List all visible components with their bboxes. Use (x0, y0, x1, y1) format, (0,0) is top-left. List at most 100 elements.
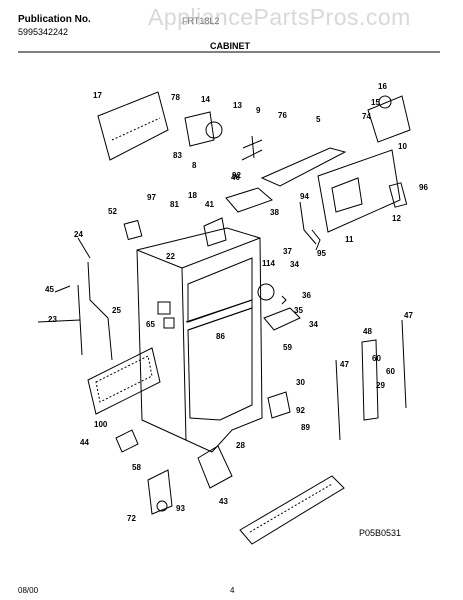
callout-label: 65 (146, 320, 155, 329)
callout-label: 9 (256, 106, 261, 115)
part-89 (87, 347, 161, 415)
leader-23 (37, 319, 81, 323)
callout-label: 8 (192, 161, 197, 170)
part-52 (123, 219, 143, 241)
callout-label: 34 (290, 260, 299, 269)
part-30 (267, 391, 291, 419)
callout-label: 48 (363, 327, 372, 336)
callout-label: 28 (236, 441, 245, 450)
left-rail (87, 261, 113, 361)
callout-label: 36 (302, 291, 311, 300)
callout-label: 18 (188, 191, 197, 200)
part-114 (257, 283, 275, 301)
part-65 (163, 317, 175, 329)
cabinet-outline (136, 227, 263, 453)
callout-label: 92 (296, 406, 305, 415)
part-72-inner (249, 483, 333, 533)
watermark: AppliancePartsPros.com (148, 4, 411, 30)
callout-label: 22 (166, 252, 175, 261)
callout-label: 96 (419, 183, 428, 192)
part-48 (361, 339, 379, 421)
callout-label: 11 (345, 235, 354, 244)
callout-label: 58 (132, 463, 141, 472)
callout-label: 38 (270, 208, 279, 217)
leader-24 (77, 237, 91, 259)
callout-label: 47 (404, 311, 413, 320)
part-96 (388, 182, 408, 208)
callout-label: 86 (216, 332, 225, 341)
part-15 (378, 95, 392, 109)
callout-label: 44 (80, 438, 89, 447)
callout-label: 100 (94, 420, 108, 429)
part-14 (184, 111, 215, 147)
publication-number: 5995342242 (18, 27, 69, 37)
freezer-opening (187, 257, 253, 323)
callout-label: 23 (48, 315, 57, 324)
part-34 (263, 307, 301, 331)
callout-label: 94 (300, 192, 309, 201)
leader-45 (54, 285, 71, 293)
callout-label: 59 (283, 343, 292, 352)
callout-label: 29 (376, 381, 385, 390)
section-title: CABINET (210, 41, 250, 51)
callout-label: 41 (205, 200, 214, 209)
diagram-code: P05B0531 (358, 528, 401, 538)
callout-label: 34 (309, 320, 318, 329)
callout-label: 15 (371, 98, 380, 107)
callout-label: 76 (278, 111, 287, 120)
part-10 (317, 149, 401, 233)
part-40 (225, 187, 273, 213)
callout-label: 43 (219, 497, 228, 506)
callout-label: 14 (201, 95, 210, 104)
callout-label: 92 (232, 171, 241, 180)
part-58 (156, 500, 168, 512)
callout-label: 78 (171, 93, 180, 102)
callout-label: 10 (398, 142, 407, 151)
callout-label: 12 (392, 214, 401, 223)
part-43 (147, 469, 173, 515)
callout-label: 35 (294, 306, 303, 315)
part-25 (157, 301, 171, 315)
callout-label: 60 (372, 354, 381, 363)
part-5 (260, 147, 347, 187)
model-number: FRT18L2 (182, 16, 220, 26)
part-17-inner (111, 117, 161, 141)
part-13 (205, 121, 223, 139)
callout-label: 52 (108, 207, 117, 216)
callout-label: 93 (176, 504, 185, 513)
callout-label: 89 (301, 423, 310, 432)
callout-label: 16 (378, 82, 387, 91)
callout-label: 72 (127, 514, 136, 523)
part-95 (311, 229, 321, 251)
callout-label: 81 (170, 200, 179, 209)
footer-date: 08/00 (18, 586, 39, 595)
part-100 (197, 445, 233, 489)
part-47b (401, 319, 407, 409)
fresh-food-opening (187, 307, 253, 421)
callout-label: 24 (74, 230, 83, 239)
cabinet-divider (185, 299, 253, 331)
callout-label: 74 (362, 112, 371, 121)
part-89-inner (95, 355, 153, 403)
callout-label: 47 (340, 360, 349, 369)
part-44 (115, 429, 139, 453)
callout-label: 95 (317, 249, 326, 258)
part-17 (97, 91, 169, 161)
callout-label: 45 (45, 285, 54, 294)
part-41 (203, 217, 227, 247)
part-47a (335, 359, 341, 441)
callout-label: 60 (386, 367, 395, 376)
part-9 (241, 135, 263, 161)
callout-label: 13 (233, 101, 242, 110)
callout-label: 17 (93, 91, 102, 100)
part-12 (331, 177, 363, 213)
callout-label: 83 (173, 151, 182, 160)
page-number: 4 (230, 586, 235, 595)
part-72 (239, 475, 345, 545)
callout-label: 37 (283, 247, 292, 256)
callout-label: 40 (231, 173, 240, 182)
cabinet-top-edge (181, 237, 261, 269)
